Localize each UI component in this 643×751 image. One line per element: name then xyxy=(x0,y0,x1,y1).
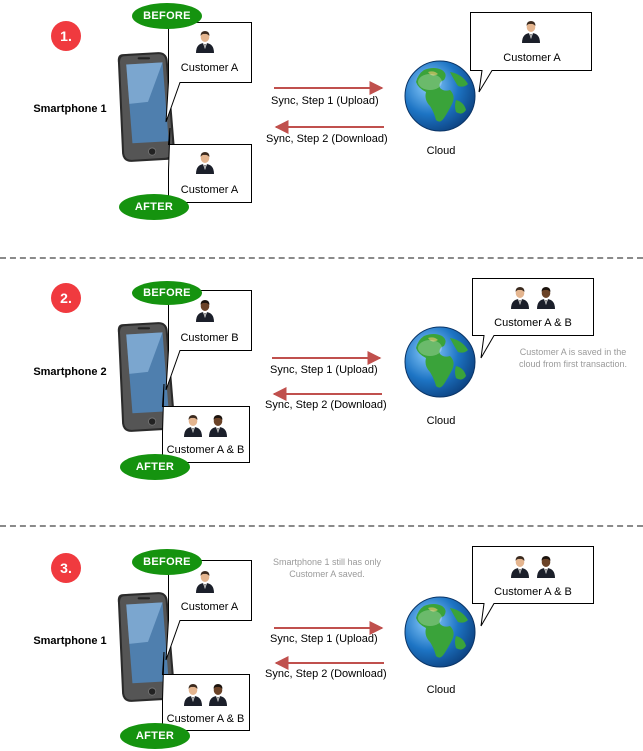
person-light-icon xyxy=(184,415,202,437)
person-dark-icon xyxy=(209,415,227,437)
step-badge: 2. xyxy=(51,283,81,313)
after-bubble-text: Customer A & B xyxy=(166,444,245,456)
after-pill: AFTER xyxy=(119,194,189,220)
after-pill: AFTER xyxy=(120,723,190,749)
sync-arrows xyxy=(274,621,384,670)
cloud-bubble-text: Customer A xyxy=(503,52,561,64)
person-light-icon xyxy=(511,287,529,309)
cloud-bubble xyxy=(472,546,594,627)
cloud-bubble-text: Customer A & B xyxy=(494,586,572,598)
after-bubble-text: Customer A & B xyxy=(166,713,245,725)
person-dark-icon xyxy=(537,556,555,578)
person-dark-icon xyxy=(209,684,227,706)
cloud-bubble-text: Customer A & B xyxy=(494,317,572,329)
cloud-label: Cloud xyxy=(426,145,456,157)
person-light-icon xyxy=(196,571,214,593)
before-pill: BEFORE xyxy=(132,3,202,29)
cloud-bubble xyxy=(472,278,594,359)
note-text: Smartphone 1 still has only Customer A s… xyxy=(272,557,382,579)
download-label: Sync, Step 2 (Download) xyxy=(266,133,388,145)
person-dark-icon xyxy=(537,287,555,309)
before-bubble xyxy=(165,290,252,391)
globe-icon xyxy=(404,326,476,398)
cloud-label: Cloud xyxy=(426,415,456,427)
person-light-icon xyxy=(511,556,529,578)
person-light-icon xyxy=(196,152,214,174)
person-light-icon xyxy=(196,31,214,53)
upload-label: Sync, Step 1 (Upload) xyxy=(270,364,378,376)
before-bubble xyxy=(165,560,252,661)
person-light-icon xyxy=(184,684,202,706)
phone-label: Smartphone 1 xyxy=(33,103,107,115)
phone-label: Smartphone 1 xyxy=(33,635,107,647)
upload-label: Sync, Step 1 (Upload) xyxy=(270,633,378,645)
section-divider xyxy=(0,257,643,259)
before-bubble-text: Customer A xyxy=(180,601,239,613)
after-pill: AFTER xyxy=(120,454,190,480)
globe-icon xyxy=(404,60,476,132)
cloud-label: Cloud xyxy=(426,684,456,696)
note-text: Customer A is saved in the cloud from fi… xyxy=(518,347,628,369)
step-badge: 3. xyxy=(51,553,81,583)
globe-icon xyxy=(404,596,476,668)
after-bubble-text: Customer A xyxy=(180,184,239,196)
before-bubble-text: Customer A xyxy=(180,62,239,74)
step-badge: 1. xyxy=(51,21,81,51)
download-label: Sync, Step 2 (Download) xyxy=(265,668,387,680)
before-bubble-text: Customer B xyxy=(180,332,239,344)
sync-arrows xyxy=(274,81,384,134)
section-divider xyxy=(0,525,643,527)
person-dark-icon xyxy=(196,300,214,322)
before-pill: BEFORE xyxy=(132,281,202,305)
before-pill: BEFORE xyxy=(132,549,202,575)
sync-arrows xyxy=(272,351,382,401)
download-label: Sync, Step 2 (Download) xyxy=(265,399,387,411)
phone-label: Smartphone 2 xyxy=(33,366,107,378)
cloud-bubble xyxy=(470,12,592,93)
person-light-icon xyxy=(522,21,540,43)
before-bubble xyxy=(165,22,252,123)
upload-label: Sync, Step 1 (Upload) xyxy=(271,95,379,107)
